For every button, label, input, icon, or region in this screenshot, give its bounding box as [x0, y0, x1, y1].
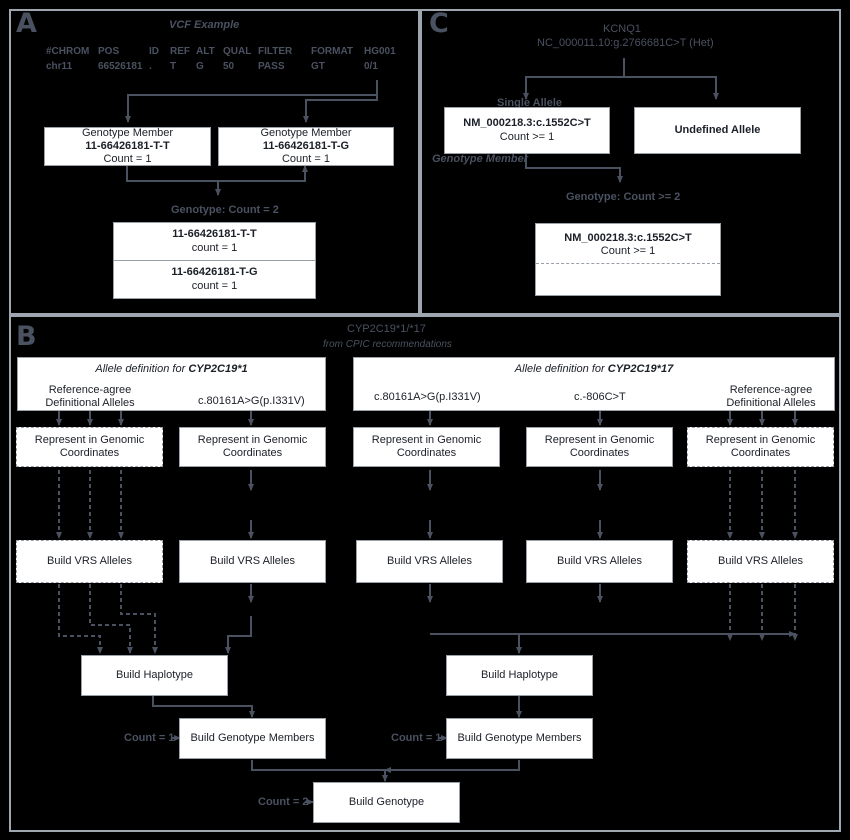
- panel-b-letter: B: [16, 321, 37, 352]
- build-vrs-box: Build VRS Alleles: [179, 540, 326, 583]
- build-vrs-box: Build VRS Alleles: [16, 540, 163, 583]
- genotype-count-label: Genotype: Count = 2: [171, 204, 279, 216]
- variant-label: NC_000011.10:g.2766681C>T (Het): [537, 37, 714, 49]
- vcf-header-cell: FORMAT: [311, 46, 354, 57]
- allele-count: Count >= 1: [600, 245, 656, 258]
- reference-agree-item: Reference-agree Definitional Alleles: [45, 384, 135, 410]
- single-allele-box: NM_000218.3:c.1552C>T Count >= 1: [444, 107, 610, 154]
- allele-id: NM_000218.3:c.1552C>T: [463, 117, 591, 130]
- build-vrs-box: Build VRS Alleles: [526, 540, 673, 583]
- vcf-header-cell: HG001: [364, 46, 396, 57]
- member-heading: Genotype Member: [260, 126, 352, 139]
- member-id: 11-66426181-T-T: [85, 139, 170, 152]
- panel-b-subtitle: from CPIC recommendations: [323, 339, 452, 350]
- member-heading: Genotype Member: [81, 126, 174, 139]
- panel-c-letter: C: [429, 8, 449, 39]
- represent-box: Represent in Genomic Coordinates: [179, 427, 326, 467]
- reference-agree-item: Reference-agree Definitional Alleles: [726, 384, 816, 410]
- genotype-allele-box-2: 11-66426181-T-G count = 1: [113, 260, 316, 299]
- count-label: Count = 1: [391, 732, 442, 744]
- allele-count: count = 1: [191, 279, 238, 292]
- allele-definition-box-2: Allele definition for CYP2C19*17 c.80161…: [353, 357, 835, 411]
- build-haplotype-box: Build Haplotype: [446, 655, 593, 696]
- allele-name: CYP2C19*17: [607, 363, 674, 375]
- build-genotype-box: Build Genotype: [313, 782, 460, 823]
- genotype-count-label-c: Genotype: Count >= 2: [566, 191, 681, 203]
- vcf-header-cell: ID: [149, 46, 159, 57]
- vcf-row-cell: G: [196, 61, 204, 72]
- single-allele-label: Single Allele: [497, 97, 563, 109]
- build-genotype-members-box: Build Genotype Members: [179, 718, 326, 759]
- panel-a: [9, 9, 420, 315]
- vcf-row-cell: T: [170, 61, 177, 72]
- represent-box: Represent in Genomic Coordinates: [687, 427, 834, 467]
- allele-id: 11-66426181-T-G: [171, 266, 258, 279]
- vcf-row-cell: 66526181: [98, 61, 143, 72]
- allele-count: count = 1: [191, 241, 238, 254]
- allele-id: 11-66426181-T-T: [172, 228, 257, 241]
- represent-box: Represent in Genomic Coordinates: [526, 427, 673, 467]
- variant-item-2: c.-806C>T: [574, 391, 626, 403]
- vcf-row-cell: .: [149, 61, 152, 72]
- panel-b-title: CYP2C19*1/*17: [347, 323, 426, 335]
- count-label: Count = 2: [258, 796, 309, 808]
- variant-item: c.80161A>G(p.I331V): [198, 395, 305, 407]
- vcf-example-title: VCF Example: [169, 19, 240, 31]
- allele-id: NM_000218.3:c.1552C>T: [564, 232, 692, 244]
- allele-name: CYP2C19*1: [188, 363, 248, 375]
- vcf-row-cell: GT: [311, 61, 325, 72]
- build-genotype-members-box: Build Genotype Members: [446, 718, 593, 759]
- panel-c: [420, 9, 841, 315]
- divider: [536, 263, 720, 264]
- represent-box: Represent in Genomic Coordinates: [353, 427, 500, 467]
- build-vrs-box: Build VRS Alleles: [356, 540, 503, 583]
- allele-count: Count >= 1: [499, 130, 555, 143]
- definition-heading: Allele definition for CYP2C19*1: [18, 363, 325, 376]
- undefined-allele-box: Undefined Allele: [634, 107, 801, 154]
- vcf-row-cell: 50: [223, 61, 235, 72]
- vcf-header-cell: POS: [98, 46, 120, 57]
- gene-label: KCNQ1: [603, 23, 641, 35]
- genotype-member-label: Genotype Member: [432, 153, 528, 165]
- vcf-header-cell: FILTER: [258, 46, 293, 57]
- definition-prefix: Allele definition for: [95, 363, 189, 375]
- build-vrs-box: Build VRS Alleles: [687, 540, 834, 583]
- genotype-allele-box-1: 11-66426181-T-T count = 1: [113, 222, 316, 261]
- vcf-row-cell: 0/1: [364, 61, 378, 72]
- variant-item-1: c.80161A>G(p.I331V): [374, 391, 481, 403]
- member-id: 11-66426181-T-G: [262, 139, 350, 152]
- vcf-header-cell: #CHROM: [46, 46, 90, 57]
- vcf-header-cell: QUAL: [223, 46, 252, 57]
- genotype-member-box-1: Genotype Member 11-66426181-T-T Count = …: [44, 127, 211, 166]
- definition-heading: Allele definition for CYP2C19*17: [354, 363, 834, 376]
- definition-prefix: Allele definition for: [514, 363, 608, 375]
- panel-a-letter: A: [16, 8, 37, 39]
- count-label: Count = 1: [124, 732, 175, 744]
- vcf-row-cell: PASS: [258, 61, 285, 72]
- genotype-box-c: NM_000218.3:c.1552C>T Count >= 1: [535, 223, 721, 296]
- genotype-member-box-2: Genotype Member 11-66426181-T-G Count = …: [218, 127, 394, 166]
- vcf-header-cell: ALT: [196, 46, 215, 57]
- vcf-header-cell: REF: [170, 46, 190, 57]
- vcf-row-cell: chr11: [46, 61, 73, 72]
- member-count: Count = 1: [103, 153, 152, 166]
- allele-definition-box-1: Allele definition for CYP2C19*1 Referenc…: [17, 357, 326, 411]
- member-count: Count = 1: [281, 153, 330, 166]
- build-haplotype-box: Build Haplotype: [81, 655, 228, 696]
- panel-b: [9, 315, 841, 832]
- represent-box: Represent in Genomic Coordinates: [16, 427, 163, 467]
